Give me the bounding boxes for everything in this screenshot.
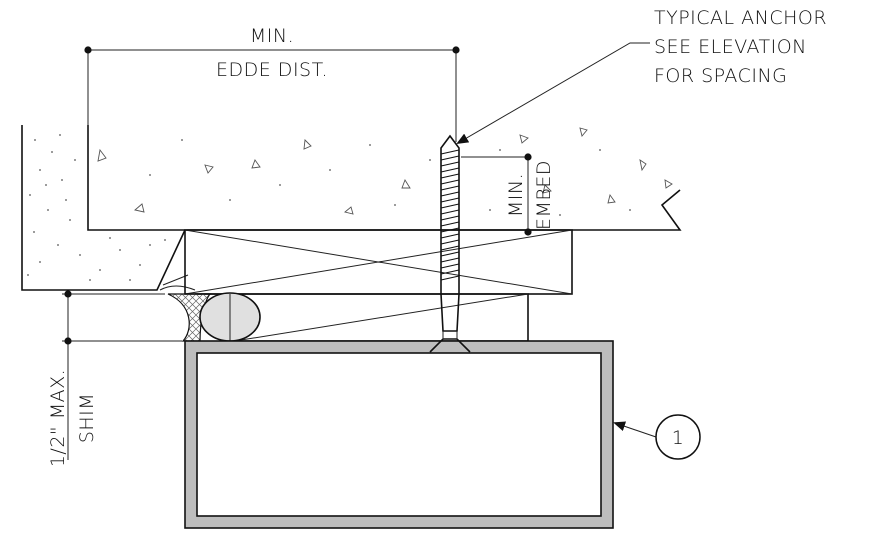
- screw-thread: [440, 179, 460, 185]
- screw-thread: [440, 263, 460, 269]
- screw-thread: [440, 161, 460, 167]
- screw-thread: [440, 233, 460, 239]
- screw-thread: [440, 191, 460, 197]
- anchor-callout-line3: FOR SPACING: [654, 65, 787, 87]
- screw-thread: [440, 155, 460, 161]
- shim-label-shim: SHIM: [76, 393, 98, 443]
- callout-number: 1: [672, 427, 685, 449]
- screw-thread: [440, 227, 460, 233]
- sealant-bead: [159, 274, 196, 291]
- concrete-slab: [87, 125, 682, 231]
- screw-thread: [440, 239, 460, 245]
- screw-thread: [440, 245, 460, 251]
- edge-dist-label-edde: EDDE DIST.: [216, 59, 328, 81]
- screw-thread: [440, 167, 460, 173]
- screw-thread: [440, 197, 460, 203]
- callout-bubble: [655, 414, 701, 460]
- wood-blocking: [184, 229, 573, 295]
- screw-thread: [440, 149, 460, 155]
- embed-label-embed: EMBED: [533, 160, 555, 230]
- screw-thread: [440, 257, 460, 263]
- screw-thread: [440, 203, 460, 209]
- left-concrete-block: [21, 125, 186, 291]
- embed-dimension: MIN. EMBED: [461, 153, 555, 236]
- screw-thread: [440, 185, 460, 191]
- anchor-screw: [429, 134, 471, 353]
- screw-thread: [440, 251, 460, 257]
- concrete-aggregate-marks: [97, 127, 673, 216]
- screw-threads: [440, 149, 460, 281]
- anchor-callout: TYPICAL ANCHOR SEE ELEVATION FOR SPACING: [456, 7, 827, 145]
- edge-dist-label-min: MIN.: [250, 25, 294, 47]
- edge-distance-dimension: MIN. EDDE DIST.: [84, 25, 460, 142]
- shim-dimension: 1/2" MAX. SHIM: [47, 290, 182, 467]
- reference-callout: 1: [613, 414, 701, 460]
- screw-thread: [440, 209, 460, 215]
- screw-thread: [440, 221, 460, 227]
- shim-label-max: 1/2" MAX.: [47, 369, 69, 467]
- screw-thread: [440, 275, 460, 281]
- left-block-stipple: [27, 134, 166, 281]
- anchor-callout-line1: TYPICAL ANCHOR: [654, 7, 827, 29]
- backer-rod-sealant: [167, 292, 261, 342]
- anchor-callout-line2: SEE ELEVATION: [654, 36, 807, 58]
- embed-label-min: MIN.: [505, 173, 527, 217]
- screw-thread: [440, 215, 460, 221]
- screw-thread: [440, 173, 460, 179]
- screw-thread: [440, 269, 460, 275]
- steel-tube: [184, 340, 614, 529]
